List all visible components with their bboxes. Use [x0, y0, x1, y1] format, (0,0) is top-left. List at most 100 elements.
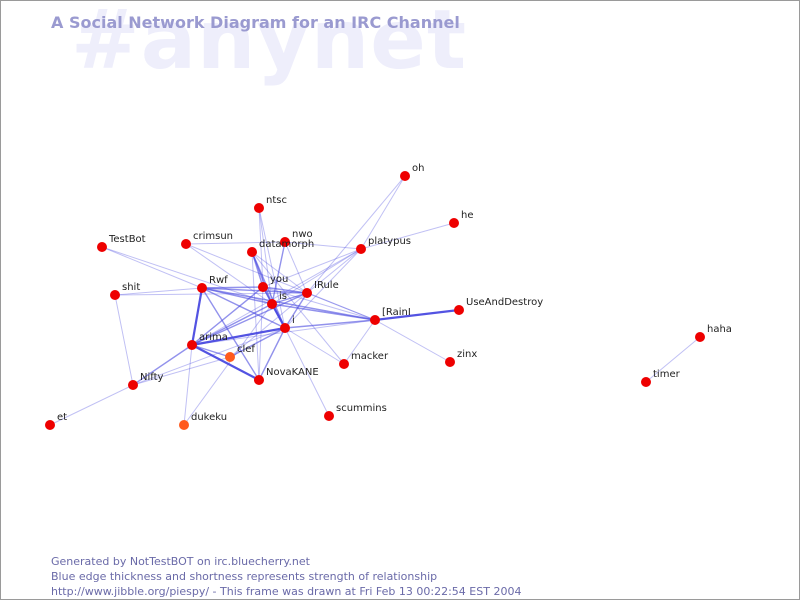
node-dot[interactable]	[187, 340, 197, 350]
node-platypus[interactable]: platypus	[356, 236, 411, 254]
edge-i-arima	[191, 326, 286, 347]
node-dot[interactable]	[179, 420, 189, 430]
node-macker[interactable]: macker	[339, 351, 389, 369]
node-oh[interactable]: oh	[400, 163, 424, 181]
edge-haha-timer	[645, 336, 701, 383]
node-dot[interactable]	[445, 357, 455, 367]
edge-datamorph-i	[251, 251, 286, 329]
edge-shit-Rwf	[114, 287, 203, 296]
node-label: et	[57, 412, 67, 423]
edge-arima-dukeku	[183, 344, 193, 426]
node-NovaKANE[interactable]: NovaKANE	[254, 367, 319, 385]
node-label: scummins	[336, 403, 387, 414]
node-Nifty[interactable]: Nifty	[128, 372, 164, 390]
edge-i-IRainI	[284, 319, 376, 329]
channel-watermark: #anynet	[71, 0, 468, 88]
node-Rwf[interactable]: Rwf	[197, 275, 228, 293]
node-label: he	[461, 210, 474, 221]
edge-crimsun-nwo	[185, 241, 286, 245]
edge-Rwf-arima	[190, 287, 204, 346]
node-dot[interactable]	[225, 352, 235, 362]
node-dot[interactable]	[110, 290, 120, 300]
node-dot[interactable]	[258, 282, 268, 292]
node-dot[interactable]	[641, 377, 651, 387]
edge-i-clef	[229, 327, 286, 358]
edge-datamorph-IRule	[251, 251, 308, 294]
node-dot[interactable]	[267, 299, 277, 309]
node-dot[interactable]	[695, 332, 705, 342]
node-label: dukeku	[191, 412, 227, 423]
node-UseAndDestroy[interactable]: UseAndDestroy	[454, 297, 543, 315]
node-arima[interactable]: arima	[187, 332, 228, 350]
edge-IRule-IRainI	[306, 292, 376, 321]
footer-legend-note: Blue edge thickness and shortness repres…	[51, 570, 438, 583]
edge-IRule-i	[284, 292, 308, 329]
edge-IRainI-UseAndDestroy	[374, 308, 460, 322]
edge-layer	[49, 175, 701, 426]
diagram-title: A Social Network Diagram for an IRC Chan…	[51, 13, 460, 32]
node-dot[interactable]	[280, 237, 290, 247]
node-shit[interactable]: shit	[110, 282, 140, 300]
node-crimsun[interactable]: crimsun	[181, 231, 233, 249]
node-dot[interactable]	[454, 305, 464, 315]
node-dot[interactable]	[280, 323, 290, 333]
edge-you-IRule	[262, 286, 308, 294]
edge-platypus-i	[284, 248, 362, 329]
node-dot[interactable]	[254, 375, 264, 385]
node-label: NovaKANE	[266, 367, 319, 378]
node-label: clef	[237, 344, 255, 355]
node-dot[interactable]	[197, 283, 207, 293]
node-is[interactable]: is	[267, 291, 287, 309]
node-dot[interactable]	[370, 315, 380, 325]
node-zinx[interactable]: zinx	[445, 349, 477, 367]
edge-nwo-is	[271, 241, 286, 305]
node-timer[interactable]: timer	[641, 369, 681, 387]
footer-source-link[interactable]: http://www.jibble.org/piespy/ - This fra…	[51, 585, 522, 598]
node-label: shit	[122, 282, 140, 293]
node-datamorph[interactable]: datamorph	[247, 239, 314, 257]
node-dot[interactable]	[181, 239, 191, 249]
edge-ntsc-i	[258, 207, 286, 329]
node-dot[interactable]	[97, 242, 107, 252]
node-TestBot[interactable]: TestBot	[97, 234, 146, 252]
node-i[interactable]: i	[280, 315, 295, 333]
node-IRainI[interactable]: [RainI	[370, 307, 411, 325]
node-dot[interactable]	[449, 218, 459, 228]
edge-IRainI-macker	[343, 319, 376, 365]
node-et[interactable]: et	[45, 412, 67, 430]
node-label: Rwf	[209, 275, 228, 286]
node-dot[interactable]	[45, 420, 55, 430]
node-ntsc[interactable]: ntsc	[254, 195, 287, 213]
node-dot[interactable]	[302, 288, 312, 298]
node-label: UseAndDestroy	[466, 297, 543, 308]
edge-nwo-platypus	[284, 241, 362, 250]
node-nwo[interactable]: nwo	[280, 229, 313, 247]
node-IRule[interactable]: IRule	[302, 280, 339, 298]
node-label: TestBot	[108, 234, 146, 245]
node-dot[interactable]	[400, 171, 410, 181]
node-haha[interactable]: haha	[695, 324, 732, 342]
edge-arima-Nifty	[132, 344, 193, 386]
edge-crimsun-is	[185, 243, 273, 305]
node-he[interactable]: he	[449, 210, 474, 228]
edge-you-arima	[191, 286, 264, 346]
node-label: platypus	[368, 236, 411, 247]
node-dot[interactable]	[356, 244, 366, 254]
node-dot[interactable]	[247, 247, 257, 257]
node-dukeku[interactable]: dukeku	[179, 412, 227, 430]
node-label: timer	[653, 369, 681, 380]
node-clef[interactable]: clef	[225, 344, 255, 362]
edge-nwo-IRule	[284, 241, 308, 294]
node-dot[interactable]	[324, 411, 334, 421]
node-dot[interactable]	[339, 359, 349, 369]
footer-generated-by: Generated by NotTestBOT on irc.bluecherr…	[51, 555, 310, 568]
edge-he-platypus	[360, 222, 455, 250]
node-label: [RainI	[382, 307, 411, 318]
node-you[interactable]: you	[258, 274, 288, 292]
node-dot[interactable]	[128, 380, 138, 390]
node-scummins[interactable]: scummins	[324, 403, 387, 421]
node-dot[interactable]	[254, 203, 264, 213]
node-label: is	[279, 291, 287, 302]
